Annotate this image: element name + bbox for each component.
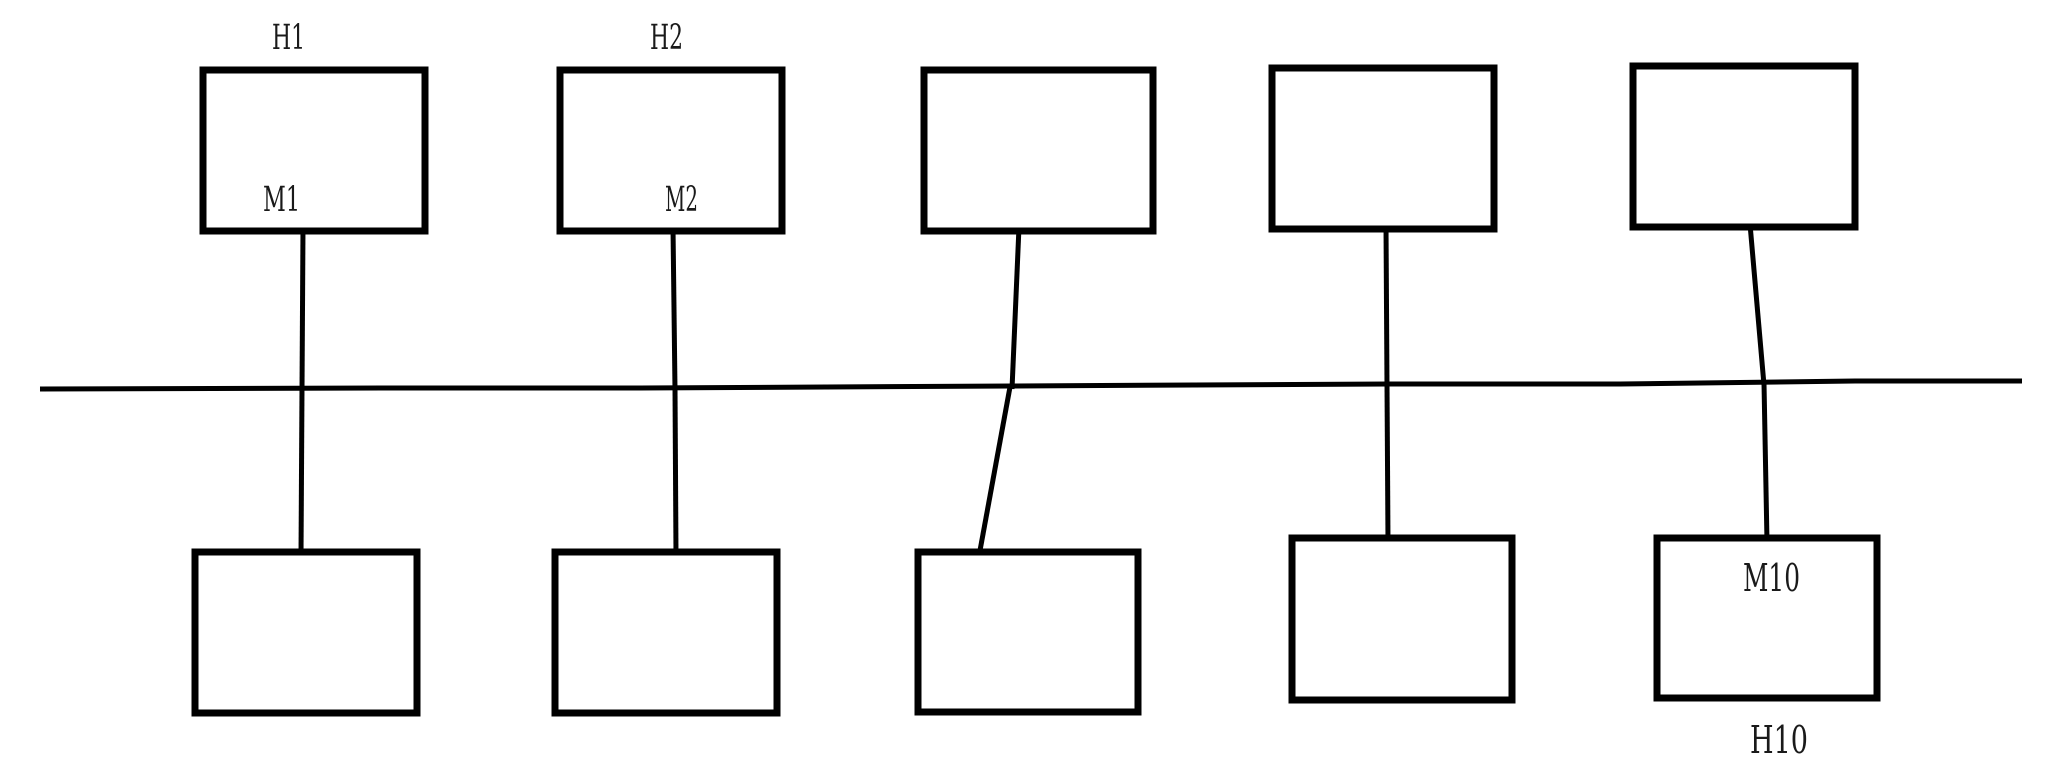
drop-line-5-top	[1747, 223, 1767, 386]
host-box-bottom-2	[551, 548, 781, 717]
host-box-top-2	[556, 66, 786, 235]
host-box-bottom-3	[914, 548, 1142, 716]
drop-line-5-bottom	[1761, 382, 1770, 543]
drop-line-2-top	[670, 226, 678, 391]
host-box-bottom-5	[1653, 534, 1881, 702]
shared-bus-line	[39, 378, 2022, 392]
drop-line-3-top	[1009, 226, 1022, 390]
label-m1: M1	[263, 180, 300, 220]
drop-line-2-bottom	[672, 387, 679, 557]
host-box-bottom-4	[1288, 534, 1516, 704]
label-h1: H1	[272, 18, 305, 58]
drop-line-4-bottom	[1384, 384, 1391, 543]
label-h10: H10	[1750, 718, 1808, 762]
drop-line-1-bottom	[298, 387, 305, 557]
host-box-top-3	[920, 66, 1157, 235]
drop-line-4-top	[1383, 224, 1390, 388]
drop-line-3-bottom	[976, 386, 1013, 557]
host-box-top-1	[199, 66, 429, 235]
host-box-bottom-1	[191, 548, 421, 717]
label-h2: H2	[650, 18, 683, 58]
label-m2: M2	[665, 180, 698, 220]
label-m10: M10	[1743, 556, 1800, 600]
host-box-top-5	[1629, 62, 1859, 231]
drop-line-1-top	[299, 226, 306, 391]
host-box-top-4	[1268, 64, 1498, 233]
